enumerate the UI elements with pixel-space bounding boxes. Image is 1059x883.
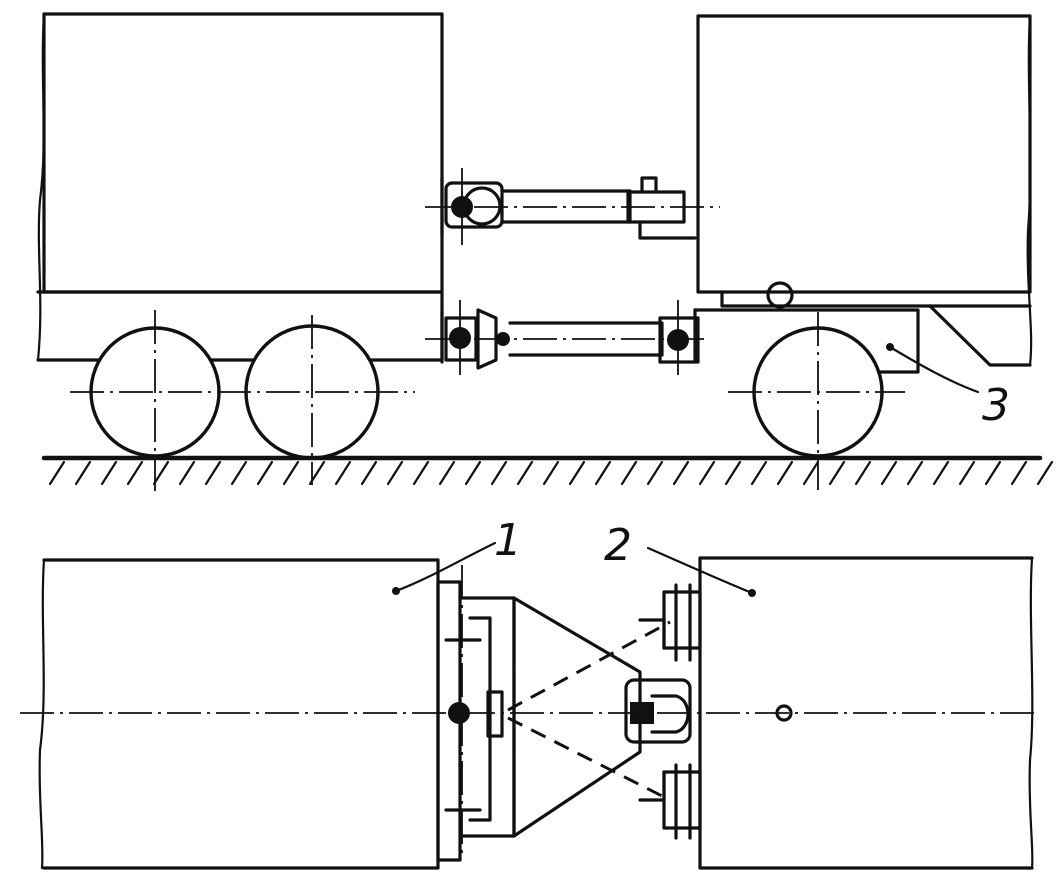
callout-3: 3 bbox=[886, 343, 1010, 431]
label-3: 3 bbox=[982, 380, 1010, 431]
lower-coupling-rod bbox=[425, 300, 705, 375]
ground-hatch-stroke bbox=[256, 460, 274, 486]
ground-hatch-stroke bbox=[412, 460, 430, 486]
ground-hatch-stroke bbox=[1010, 460, 1028, 486]
upper-front-pivot-pin bbox=[451, 196, 473, 218]
ground-hatch-stroke bbox=[932, 460, 950, 486]
plan-front-pivot-pin bbox=[448, 702, 470, 724]
side-view bbox=[36, 12, 1054, 492]
lower-front-cone-mount bbox=[476, 308, 498, 370]
ground-hatch-stroke bbox=[984, 460, 1002, 486]
lower-rear-pivot-block bbox=[658, 316, 700, 364]
wheels bbox=[70, 310, 905, 492]
left-vehicle-body-plan bbox=[38, 558, 440, 870]
ground-hatch-stroke bbox=[334, 460, 352, 486]
ground-line bbox=[41, 455, 1054, 486]
ground-hatch-stroke bbox=[880, 460, 898, 486]
ground-hatch-stroke bbox=[464, 460, 482, 486]
triangular-yoke bbox=[507, 596, 671, 838]
ground-hatch-stroke bbox=[230, 460, 248, 486]
ground-hatch-stroke bbox=[308, 460, 326, 486]
label-1: 1 bbox=[494, 515, 522, 566]
ground-hatch-stroke bbox=[152, 460, 170, 486]
ground-hatch-stroke bbox=[204, 460, 222, 486]
ground-hatch-stroke bbox=[750, 460, 768, 486]
ground-hatch-stroke bbox=[594, 460, 612, 486]
right-vehicle-body-side bbox=[696, 14, 1033, 367]
rear-hitch-eye-housing bbox=[624, 678, 692, 744]
label-2: 2 bbox=[604, 520, 632, 571]
ground-hatch-stroke bbox=[386, 460, 404, 486]
ground-hatch-stroke bbox=[568, 460, 586, 486]
upper-coupling-rod bbox=[425, 168, 720, 245]
ground-hatch-stroke bbox=[438, 460, 456, 486]
ground-hatch-stroke bbox=[282, 460, 300, 486]
ground-hatch-stroke bbox=[490, 460, 508, 486]
ground-hatch-stroke bbox=[646, 460, 664, 486]
ground-hatch-stroke bbox=[126, 460, 144, 486]
ground-hatch-stroke bbox=[828, 460, 846, 486]
ground-hatch-stroke bbox=[48, 460, 66, 486]
ground-hatch-stroke bbox=[74, 460, 92, 486]
ground-hatch-stroke bbox=[854, 460, 872, 486]
ground-hatch-stroke bbox=[360, 460, 378, 486]
callout-1: 1 bbox=[392, 515, 522, 595]
ground-hatch-stroke bbox=[178, 460, 196, 486]
ground-hatch-stroke bbox=[100, 460, 118, 486]
ground-hatch-stroke bbox=[776, 460, 794, 486]
rear-mounting-bracket bbox=[624, 583, 702, 840]
frame-bolt bbox=[766, 281, 794, 309]
ground-hatch-stroke bbox=[906, 460, 924, 486]
front-mounting-plate bbox=[436, 565, 516, 862]
lower-front-pivot-pin bbox=[449, 327, 471, 349]
ground-hatch-stroke bbox=[542, 460, 560, 486]
ground-hatch-stroke bbox=[724, 460, 742, 486]
ground-hatch-stroke bbox=[698, 460, 716, 486]
left-vehicle-body-side bbox=[36, 12, 444, 362]
ground-hatch-stroke bbox=[620, 460, 638, 486]
callout-2: 2 bbox=[604, 520, 756, 597]
ground-hatch-stroke bbox=[958, 460, 976, 486]
upper-front-clevis bbox=[444, 181, 504, 229]
right-vehicle-center-mark bbox=[775, 704, 793, 722]
ground-hatch-stroke bbox=[516, 460, 534, 486]
ground-hatch-stroke bbox=[672, 460, 690, 486]
ground-hatch-stroke bbox=[802, 460, 820, 486]
ground-hatch-stroke bbox=[1036, 460, 1054, 486]
plan-view bbox=[20, 556, 1040, 870]
